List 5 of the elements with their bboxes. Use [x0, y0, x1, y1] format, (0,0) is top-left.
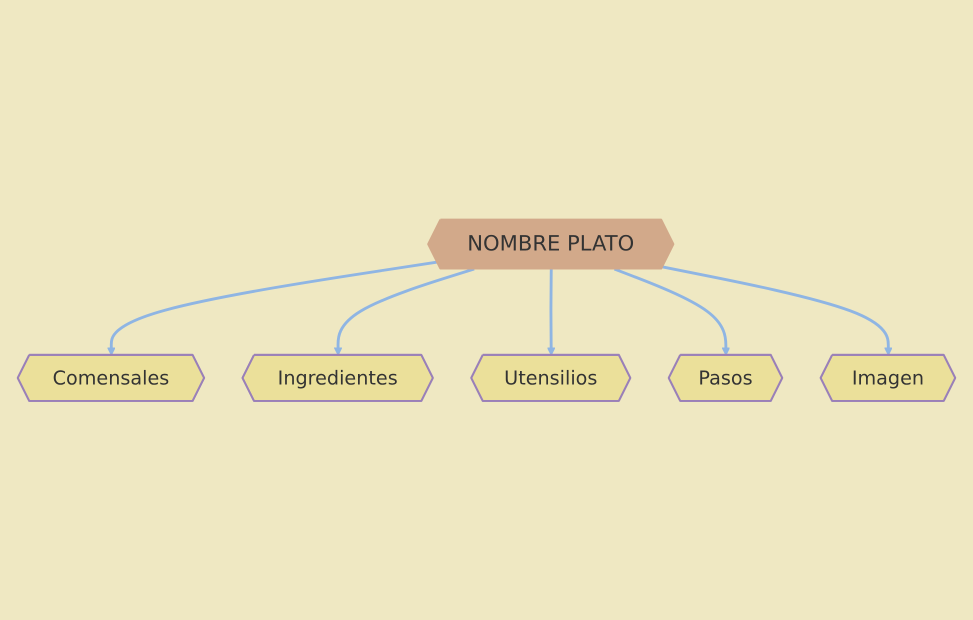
- arrow: [334, 267, 475, 356]
- arrow: [547, 268, 556, 356]
- arrow: [614, 267, 730, 356]
- arrow: [662, 265, 893, 356]
- arrow: [107, 260, 438, 356]
